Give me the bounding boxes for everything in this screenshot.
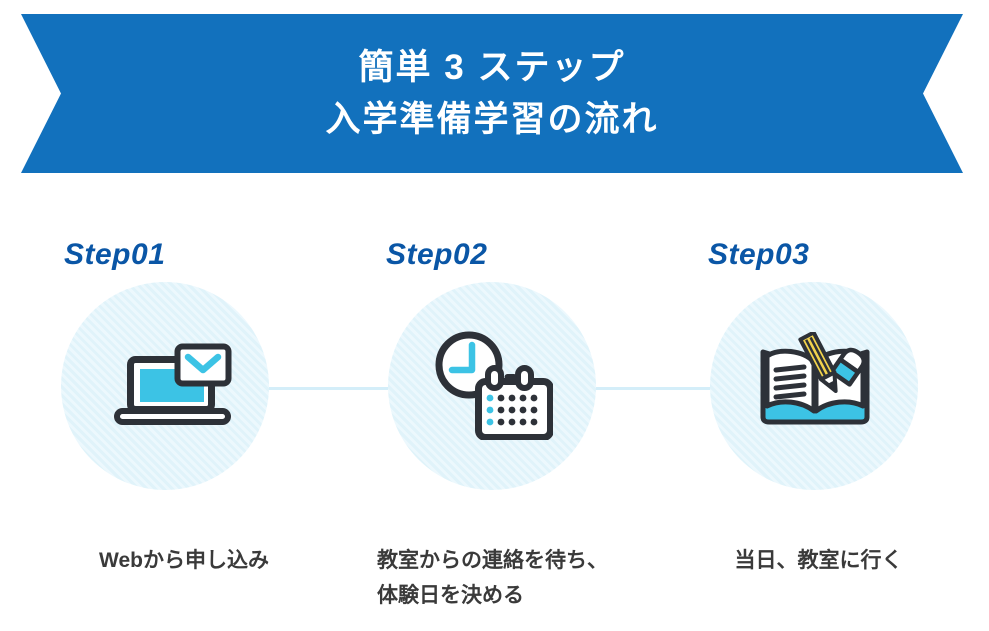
banner-title-line2: 入学準備学習の流れ	[325, 99, 659, 139]
step-connector-2-3	[594, 387, 711, 390]
step-caption-2: 教室からの連絡を待ち、 体験日を決める	[377, 543, 608, 613]
step-label-1: Step01	[64, 238, 166, 271]
laptop-email-icon	[114, 343, 232, 425]
step-caption-2-line1: 教室からの連絡を待ち、	[377, 549, 608, 572]
step-label-3: Step03	[708, 238, 810, 271]
step-caption-1-line1: Webから申し込み	[99, 549, 269, 572]
banner-title-line1: 簡単 3 ステップ	[358, 47, 626, 87]
open-book-pencil-icon	[760, 332, 870, 425]
clock-calendar-icon	[435, 331, 553, 440]
step-caption-1: Webから申し込み	[64, 543, 304, 578]
step-label-2: Step02	[386, 238, 488, 271]
step-caption-2-line2: 体験日を決める	[377, 584, 524, 607]
step-caption-3: 当日、教室に行く	[710, 543, 927, 578]
step-caption-3-line1: 当日、教室に行く	[734, 549, 903, 572]
title-ribbon: 簡単 3 ステップ 入学準備学習の流れ	[21, 14, 963, 173]
step-connector-1-2	[266, 387, 389, 390]
